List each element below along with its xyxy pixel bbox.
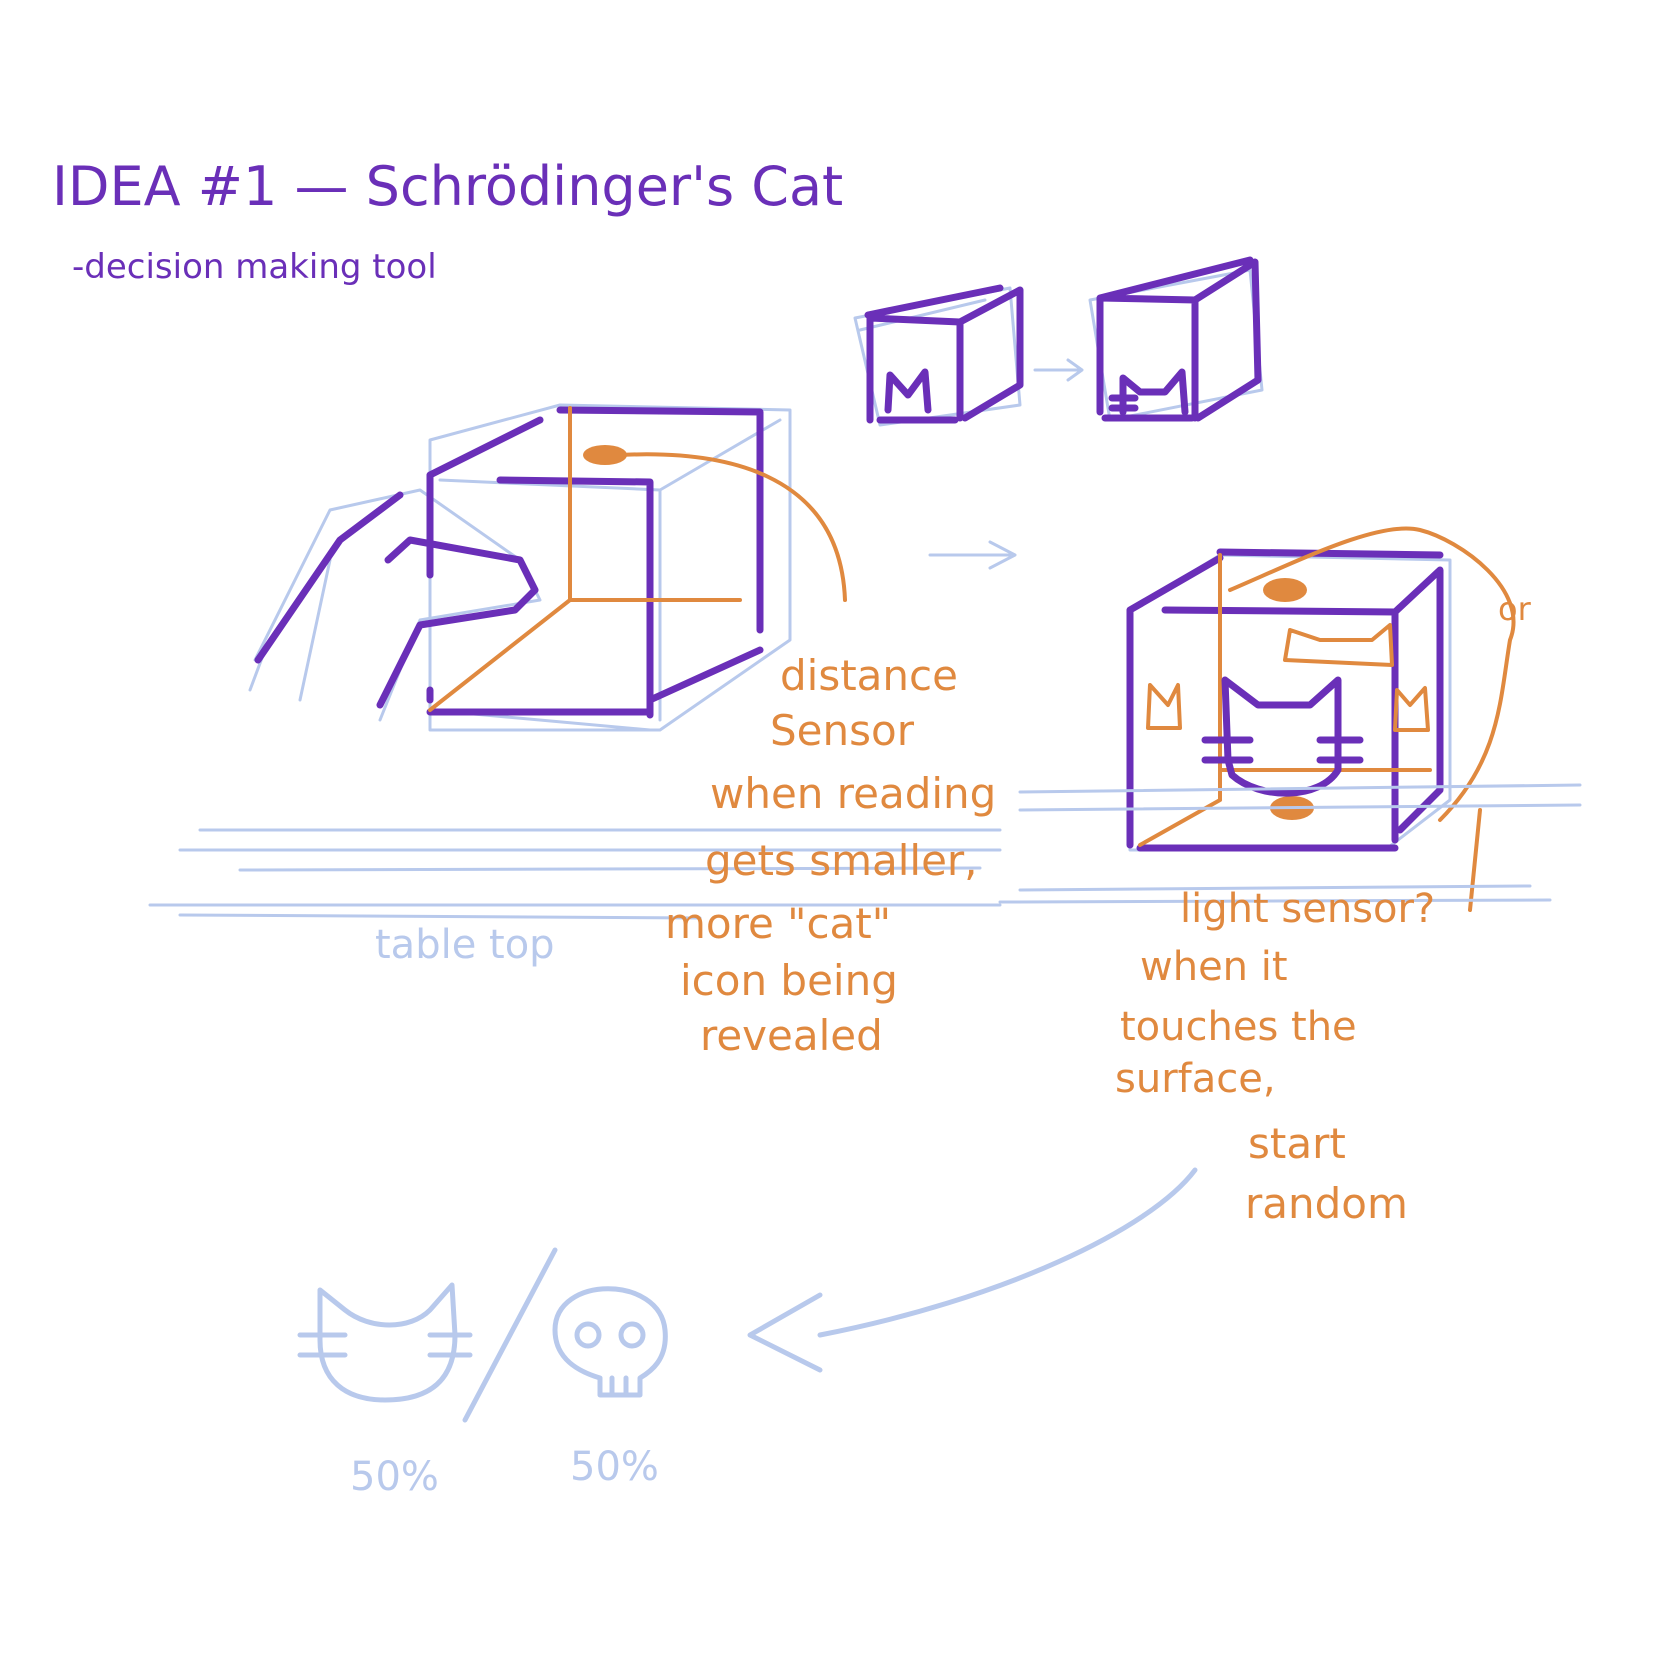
large-box-hand (248, 403, 847, 732)
note-right-line-6: random (1245, 1179, 1408, 1228)
note-left-line-2: Sensor (770, 706, 915, 755)
note-left-line-7: revealed (700, 1011, 883, 1060)
note-left-line-3: when reading (710, 769, 996, 818)
arrow-icon (1033, 358, 1084, 382)
cat-outcome-icon (297, 1282, 473, 1403)
small-box-closed (853, 284, 1024, 427)
distance-sensor-icon (583, 445, 627, 465)
curved-arrow-icon (747, 1167, 1198, 1373)
note-left-line-4: gets smaller, (705, 836, 978, 885)
large-box-cats (1126, 526, 1516, 912)
note-right-line-4: surface, (1115, 1056, 1276, 1102)
note-left-line-1: distance (780, 651, 958, 700)
page-subtitle: -decision making tool (72, 247, 437, 287)
note-or: or (1498, 590, 1532, 628)
note-right-line-5: start (1248, 1119, 1346, 1168)
table-top-label: table top (375, 922, 555, 968)
outcomes: 50% 50% (297, 1247, 668, 1500)
small-box-open (1088, 256, 1264, 422)
light-sensor-icon-top (1263, 578, 1307, 602)
cat-face-icon (1108, 368, 1189, 416)
arrow-icon-2 (928, 540, 1017, 570)
note-right-line-3: touches the (1120, 1004, 1357, 1050)
divider-slash-icon (462, 1247, 558, 1423)
note-left-line-5: more "cat" (665, 899, 891, 948)
note-right-line-2: when it (1140, 944, 1288, 990)
cat-percent: 50% (350, 1454, 439, 1500)
skull-outcome-icon (552, 1286, 668, 1398)
cat-ears-icon (884, 368, 932, 414)
skull-percent: 50% (570, 1444, 659, 1490)
skull-eye-right-icon (618, 1321, 646, 1349)
skull-eye-left-icon (574, 1321, 602, 1349)
note-left-line-6: icon being (680, 956, 898, 1005)
light-sensor-note: or light sensor? when it touches the sur… (1115, 590, 1532, 1228)
distance-sensor-note: distance Sensor when reading gets smalle… (665, 651, 996, 1060)
page-title: IDEA #1 — Schrödinger's Cat (52, 155, 843, 218)
cat-face-icon-large (1201, 676, 1364, 797)
table-surface: table top (148, 783, 1582, 968)
note-right-line-1: light sensor? (1180, 886, 1435, 932)
cat-outlines-icon (1146, 623, 1430, 732)
